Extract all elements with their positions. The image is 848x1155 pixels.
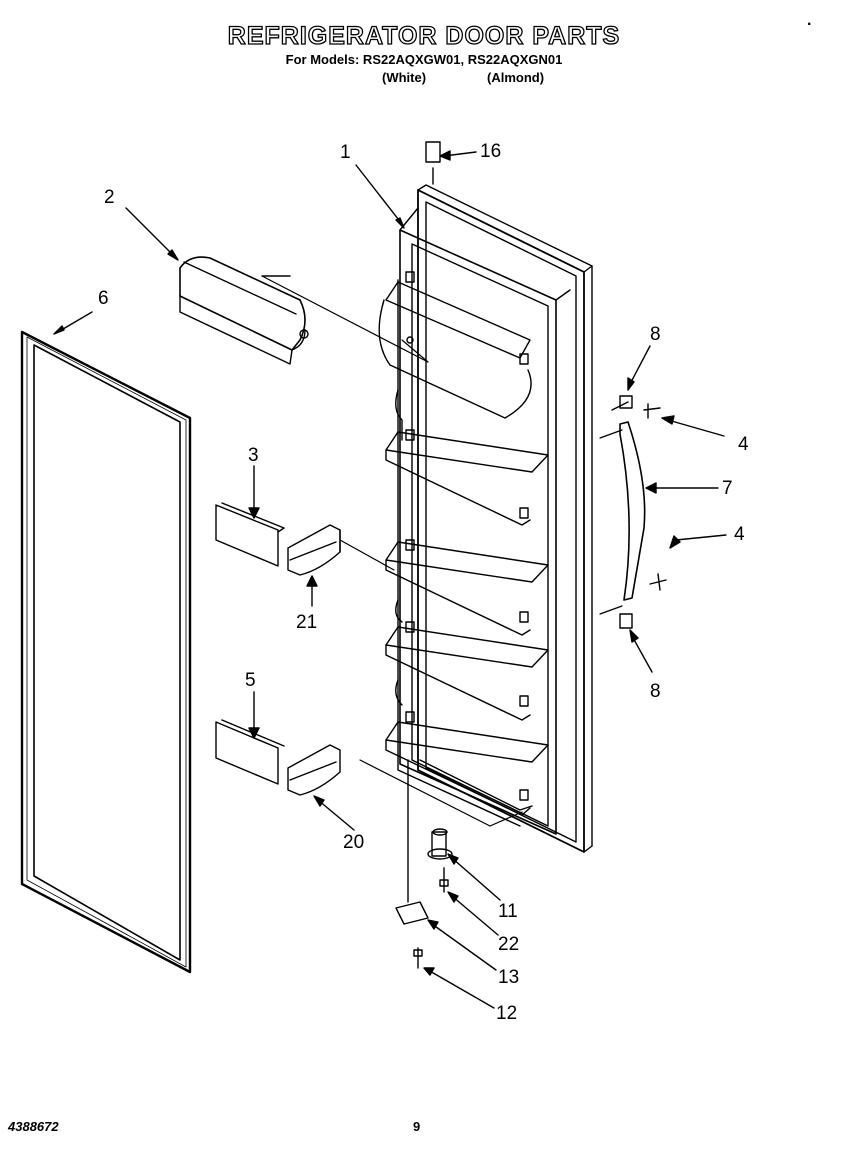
stray-mark: . [807, 12, 812, 29]
color-white-label: (White) [382, 70, 427, 85]
callout-5: 5 [245, 670, 256, 691]
callout-12: 12 [496, 1003, 517, 1024]
bin-21 [287, 524, 341, 576]
alignment-lines [261, 275, 623, 827]
callout-1: 1 [340, 142, 351, 163]
callout-4-bottom: 4 [734, 524, 745, 545]
callout-11: 11 [498, 901, 518, 922]
document-number: 4388672 [8, 1119, 59, 1134]
models-line: For Models: RS22AQXGW01, RS22AQXGN01 [285, 52, 563, 67]
callout-8-top: 8 [650, 324, 661, 345]
callout-21: 21 [296, 612, 317, 633]
bin-20 [287, 744, 341, 796]
callout-3: 3 [248, 445, 259, 466]
door-liner [378, 184, 593, 853]
callout-4-top: 4 [738, 434, 749, 455]
top-cap [425, 141, 441, 185]
door-gasket [20, 330, 192, 974]
trim-3 [215, 502, 285, 567]
callout-16: 16 [480, 141, 501, 162]
callout-13: 13 [498, 967, 519, 988]
callout-22: 22 [498, 934, 519, 955]
callout-8-bottom: 8 [650, 681, 661, 702]
callout-7: 7 [722, 478, 733, 499]
top-bin [179, 256, 309, 365]
door-handle [611, 395, 667, 629]
callout-20: 20 [343, 832, 364, 853]
callout-2: 2 [104, 187, 115, 208]
callout-6: 6 [98, 288, 109, 309]
callout-labels: 1 2 6 16 3 21 5 20 8 4 7 4 8 11 22 13 12 [98, 141, 749, 1024]
callout-arrows [53, 150, 727, 1009]
hinge-assembly [395, 759, 453, 969]
page-title: REFRIGERATOR DOOR PARTS [227, 21, 621, 50]
color-almond-label: (Almond) [487, 70, 545, 85]
page-number: 9 [413, 1119, 421, 1134]
